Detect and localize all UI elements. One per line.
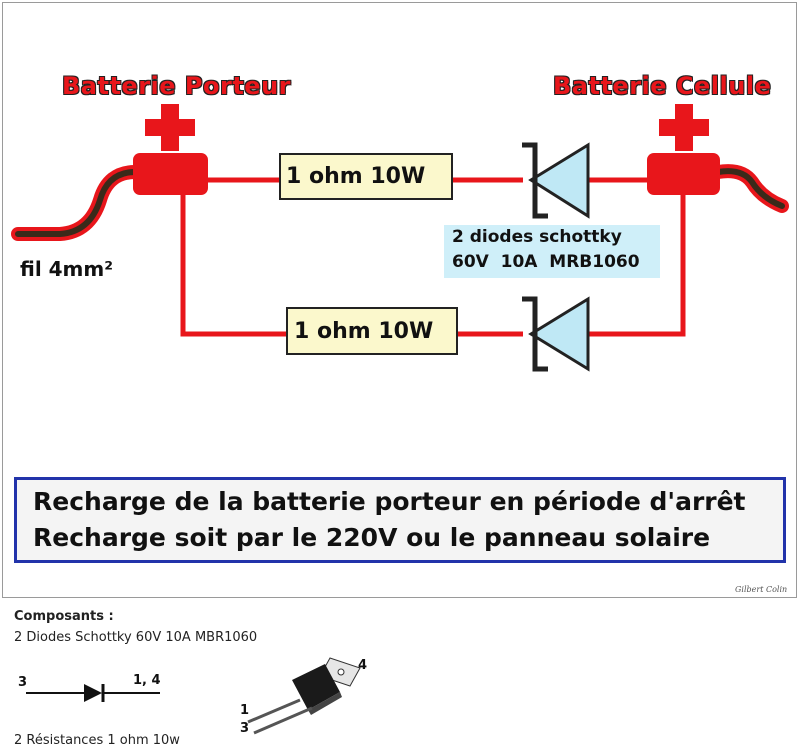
diode-info-line2: 60V 10A MRB1060: [452, 252, 640, 272]
cable-left-glow: [11, 165, 142, 241]
info-banner: Recharge de la batterie porteur en pério…: [14, 477, 786, 563]
components-title: Composants :: [14, 609, 114, 624]
battery-porteur-label: Batterie Porteur: [62, 72, 291, 100]
plus-icon-porteur: [145, 104, 195, 151]
banner-line2: Recharge soit par le 220V ou le panneau …: [33, 523, 711, 552]
resistor-top-label: 1 ohm 10W: [286, 164, 426, 189]
author-signature: Gilbert Colin: [735, 585, 788, 594]
package-pin-1: 1: [240, 703, 250, 718]
symbol-pin-right: 1, 4: [133, 673, 161, 688]
diagram-frame: [2, 2, 797, 598]
to220-package-icon: [247, 657, 361, 735]
cable-right: [715, 168, 785, 209]
circuit-drawing: [11, 104, 789, 372]
cable-left: [15, 169, 138, 237]
diode-info-line1: 2 diodes schottky: [452, 227, 622, 247]
package-pin-tab: 4: [358, 658, 368, 673]
banner-line1: Recharge de la batterie porteur en pério…: [33, 487, 746, 516]
components-resistors: 2 Résistances 1 ohm 10w: [14, 733, 180, 748]
wire-gauge-label: fil 4mm²: [20, 257, 113, 281]
resistor-bottom-body: [286, 307, 458, 355]
resistor-bottom-label: 1 ohm 10W: [294, 319, 434, 344]
wire-bottom-left: [180, 195, 287, 337]
diode-info-box: 2 diodes schottky 60V 10A MRB1060: [444, 225, 660, 278]
wire-bottom-right: [588, 195, 686, 337]
plus-icon-cellule: [659, 104, 709, 151]
terminal-cellule: [647, 153, 720, 195]
components-diodes: 2 Diodes Schottky 60V 10A MBR1060: [14, 630, 258, 645]
resistor-top-body: [279, 153, 453, 200]
circuit-diagram: Batterie Porteur Batterie Cellule 1 ohm …: [2, 2, 797, 598]
symbol-pin-left: 3: [18, 675, 28, 690]
diode-top: [522, 142, 590, 219]
package-pin-3: 3: [240, 721, 250, 736]
diode-bottom: [522, 296, 590, 372]
battery-cellule-label: Batterie Cellule: [553, 72, 772, 100]
terminal-porteur: [133, 153, 208, 195]
